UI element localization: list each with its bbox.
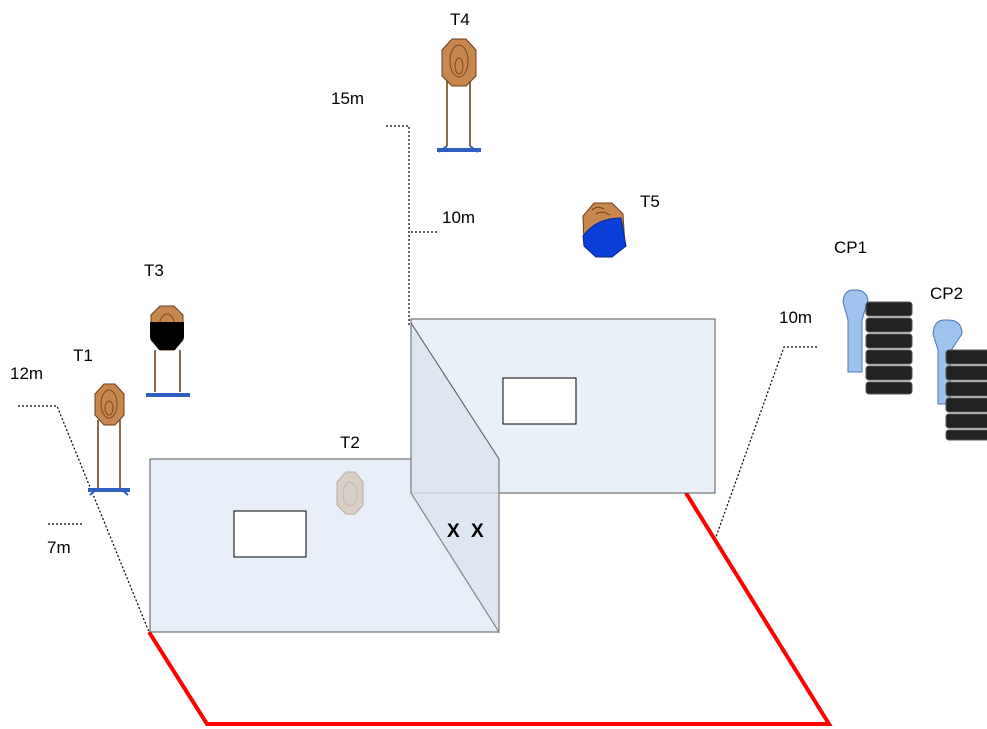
port-right — [502, 377, 577, 425]
distance-15m: 15m — [331, 89, 364, 108]
label-t3: T3 — [144, 261, 164, 280]
target-t4 — [437, 38, 481, 153]
cover-prop-cp1 — [842, 289, 913, 395]
label-cp2: CP2 — [930, 284, 963, 303]
label-t4: T4 — [450, 10, 470, 29]
position-marker-x2: X — [471, 521, 484, 542]
label-t5: T5 — [640, 192, 660, 211]
label-cp1: CP1 — [834, 238, 867, 257]
target-t5 — [582, 202, 627, 258]
cover-prop-cp2 — [932, 319, 987, 441]
distance-leaders — [18, 125, 817, 633]
target-t1 — [88, 383, 130, 496]
position-marker-x1: X — [447, 521, 460, 542]
label-t1: T1 — [73, 346, 93, 365]
distance-10m-center: 10m — [442, 208, 475, 227]
label-t2: T2 — [340, 433, 360, 452]
leader-10m-right — [715, 346, 817, 538]
leader-15m — [386, 125, 410, 326]
leader-12m — [18, 405, 150, 633]
target-t2 — [336, 471, 364, 515]
distance-12m: 12m — [10, 364, 43, 383]
port-left — [233, 510, 307, 558]
fault-line — [147, 491, 833, 726]
distance-10m-right: 10m — [779, 308, 812, 327]
target-t3 — [146, 305, 190, 397]
distance-7m: 7m — [47, 538, 71, 557]
